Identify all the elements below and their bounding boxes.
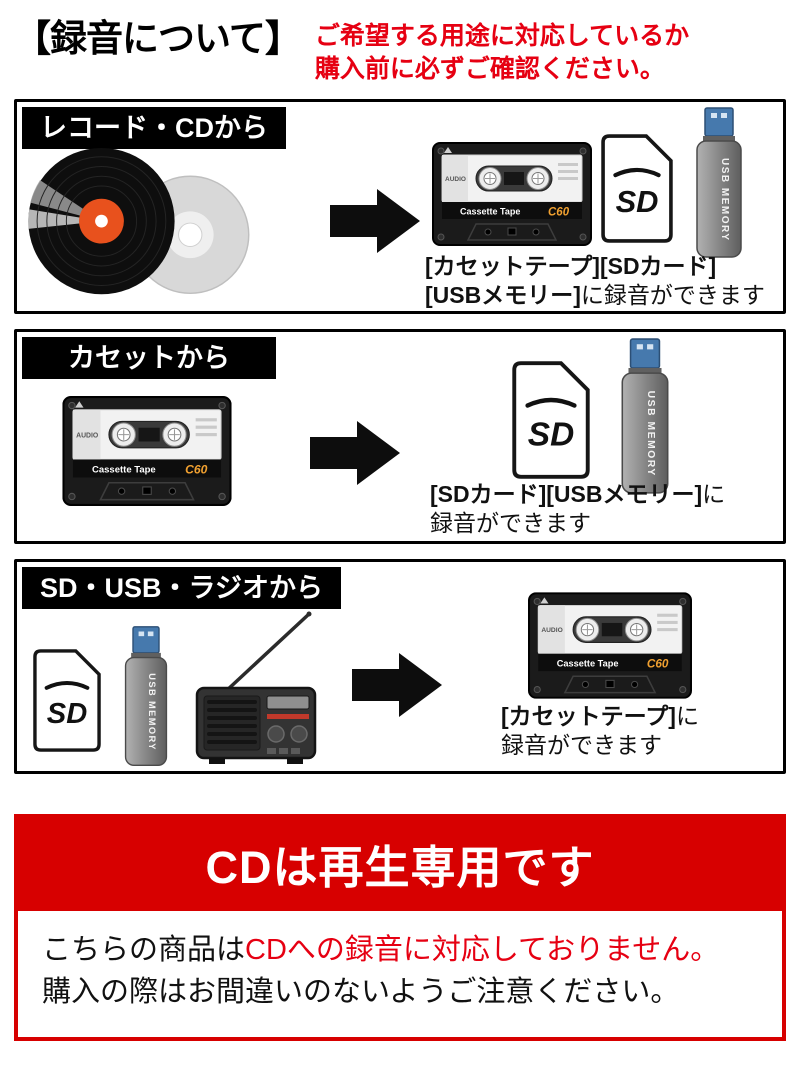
header-notice-line1: ご希望する用途に対応しているか — [314, 22, 690, 50]
caption-bold-2: [USBメモリー] — [425, 282, 581, 308]
sd-card-illustration — [33, 649, 101, 752]
cassette-tape-illustration — [528, 592, 692, 699]
section-record-cd: レコード・CDから [カセットテープ][SDカード] [USBメモリー]に録音がで… — [14, 99, 786, 314]
caption-rest-1: に — [675, 703, 699, 729]
header-notice-line2: 購入前に必ずご確認ください。 — [314, 54, 665, 83]
sd-card-illustration — [601, 134, 673, 243]
caption-rest-2: 録音ができます — [501, 732, 662, 758]
section-cassette-label: カセットから — [22, 337, 276, 379]
caption-rest-1: に — [702, 481, 726, 507]
cd-playback-only-notice: CDは再生専用です こちらの商品はCDへの録音に対応しておりません。 購入の際は… — [14, 814, 786, 1042]
header: 【録音について】 ご希望する用途に対応しているか 購入前に必ずご確認ください。 — [0, 0, 800, 85]
cd-notice-line1-red: CDへの録音に対応しておりません。 — [245, 934, 720, 966]
caption-bold-1: [SDカード][USBメモリー] — [430, 481, 703, 507]
section-cassette-caption: [SDカード][USBメモリー]に録音ができます — [430, 480, 725, 538]
usb-memory-illustration — [615, 337, 675, 497]
caption-bold-1: [カセットテープ][SDカード] — [425, 253, 717, 279]
cd-notice-line1: こちらの商品はCDへの録音に対応しておりません。 — [42, 929, 758, 971]
cd-notice-title: CDは再生専用です — [18, 818, 782, 911]
sd-card-illustration — [512, 361, 590, 479]
section-sd-usb-radio: SD・USB・ラジオから [カセットテープ]に録音ができます — [14, 559, 786, 774]
page-title: 【録音について】 — [14, 18, 302, 59]
header-notice: ご希望する用途に対応しているか 購入前に必ずご確認ください。 — [315, 20, 689, 85]
cd-notice-line1-black: こちらの商品は — [42, 934, 246, 966]
usb-memory-illustration — [119, 625, 173, 769]
radio-illustration — [195, 610, 317, 765]
cassette-tape-illustration — [432, 142, 592, 246]
usb-memory-illustration — [690, 106, 748, 261]
arrow-right-icon — [330, 186, 420, 256]
arrow-right-icon — [352, 650, 442, 720]
arrow-right-icon — [310, 418, 400, 488]
vinyl-record-cd-illustration — [27, 147, 252, 305]
cd-notice-body: こちらの商品はCDへの録音に対応しておりません。 購入の際はお間違いのないようご… — [18, 911, 782, 1037]
caption-bold-1: [カセットテープ] — [501, 703, 676, 729]
caption-rest-2: 録音ができます — [430, 510, 591, 536]
section-sd-usb-radio-caption: [カセットテープ]に録音ができます — [501, 702, 699, 760]
section-record-cd-label: レコード・CDから — [22, 107, 286, 149]
caption-rest-2: に録音ができます — [580, 282, 765, 308]
cd-notice-line2: 購入の際はお間違いのないようご注意ください。 — [42, 976, 680, 1009]
cassette-tape-illustration — [62, 396, 232, 506]
section-cassette: カセットから [SDカード][USBメモリー]に録音ができます — [14, 329, 786, 544]
section-sd-usb-radio-label: SD・USB・ラジオから — [22, 567, 341, 609]
section-record-cd-caption: [カセットテープ][SDカード] [USBメモリー]に録音ができます — [425, 252, 765, 310]
